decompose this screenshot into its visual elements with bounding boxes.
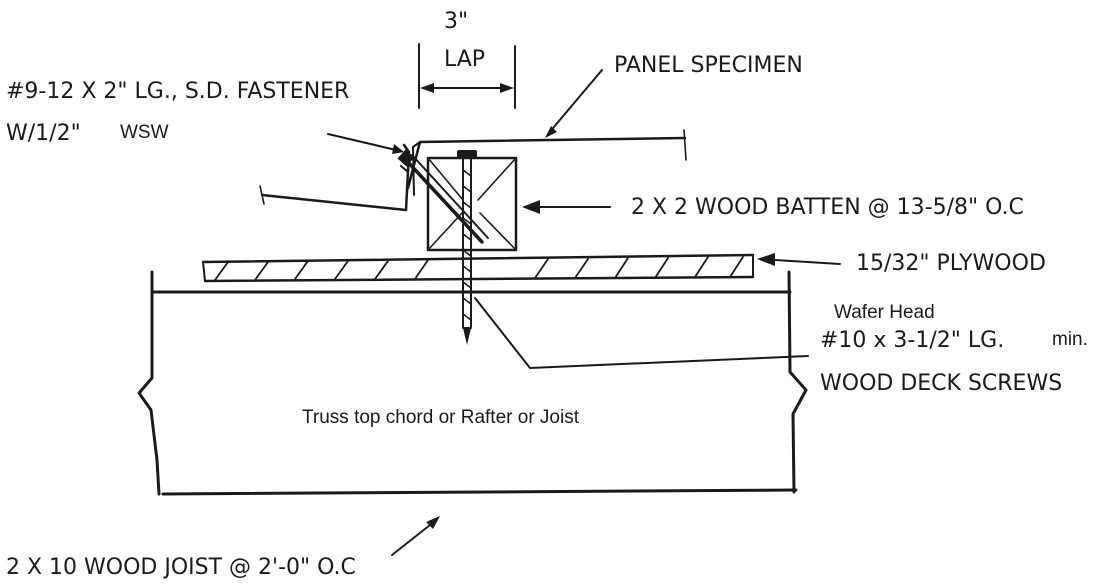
lap-dimension <box>418 43 516 109</box>
lap-dimension-value: 3" <box>444 9 468 34</box>
fastener-wsw-label: WSW <box>120 122 169 143</box>
plywood-sheathing <box>201 253 755 283</box>
lap-label: LAP <box>444 47 485 72</box>
screw-size-label: #10 x 3-1/2" LG. <box>820 328 1004 353</box>
joist-label: 2 X 10 WOOD JOIST @ 2'-0" O.C <box>6 555 356 580</box>
self-drilling-fastener <box>397 149 489 244</box>
screw-min-label: min. <box>1052 329 1088 350</box>
batten-label: 2 X 2 WOOD BATTEN @ 13-5/8" O.C <box>631 195 1024 220</box>
member-label: Truss top chord or Rafter or Joist <box>302 407 580 428</box>
wood-deck-screw <box>457 150 477 345</box>
leader-lines <box>327 69 841 556</box>
panel-specimen-label: PANEL SPECIMEN <box>614 53 803 78</box>
metal-panel-right <box>406 129 687 196</box>
screw-type-label: WOOD DECK SCREWS <box>820 371 1062 396</box>
metal-panel-left <box>259 143 411 212</box>
fastener-washer-label: W/1/2" <box>6 121 81 146</box>
fastener-label: #9-12 X 2" LG., S.D. FASTENER <box>6 79 349 104</box>
wood-joist <box>137 270 808 496</box>
plywood-label: 15/32" PLYWOOD <box>856 251 1046 276</box>
screw-head-label: Wafer Head <box>834 302 935 323</box>
